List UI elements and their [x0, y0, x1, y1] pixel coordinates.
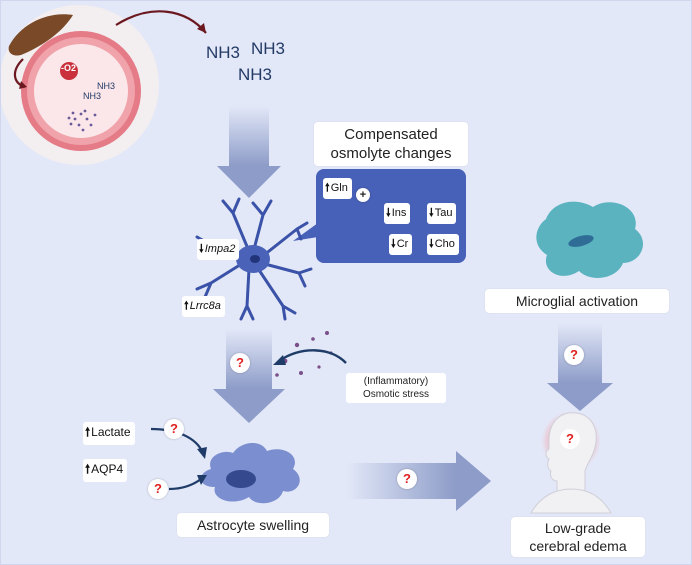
factor-lactate: 🠕Lactate: [83, 422, 135, 445]
arrow-microglia-to-edema: [547, 323, 613, 411]
oxygen-cell: [60, 62, 78, 80]
osmolyte-title-line2: osmolyte changes: [330, 145, 452, 162]
osmolyte-item-cho: 🠗Cho: [427, 234, 459, 255]
plus-sign: +: [356, 188, 370, 202]
gene-impa2: 🠗Impa2: [197, 239, 240, 260]
arrow-swelling-to-edema: [346, 451, 491, 511]
osmolyte-item-gln: 🠕Gln: [323, 178, 352, 199]
human-head-icon: [530, 411, 612, 514]
osmolyte-title-box: Compensated osmolyte changes: [314, 122, 468, 166]
microglial-activation-label: Microglial activation: [485, 289, 669, 313]
osmolyte-item-ins: 🠗Ins: [384, 203, 411, 224]
stress-arrow: [278, 349, 347, 364]
ammonia-label: NH3: [238, 65, 273, 84]
stress-label: (Inflammatory) Osmotic stress: [346, 373, 446, 403]
curved-arrow-right: [115, 10, 207, 34]
oxygen-label: -O2: [61, 63, 77, 73]
vessel-nh3-label: NH3: [83, 91, 102, 101]
question-marker: ?: [564, 345, 584, 365]
gene-lrrc8a: 🠕Lrrc8a: [182, 296, 225, 317]
vessel-nh3-label: NH3: [97, 81, 116, 91]
question-marker: ?: [230, 353, 250, 373]
brain-question-marker: ?: [560, 429, 580, 449]
osmolyte-item-cr: 🠗Cr: [389, 234, 413, 255]
inflammatory-particles: [275, 331, 333, 377]
osmolyte-item-tau: 🠗Tau: [427, 203, 457, 224]
arrow-astrocyte-to-swelling: [213, 329, 285, 423]
arrow-ammonia-to-astrocyte: [217, 106, 281, 198]
ammonia-label: NH3: [206, 43, 241, 62]
question-marker: ?: [397, 469, 417, 489]
osmolyte-title-line1: Compensated: [344, 126, 438, 143]
cerebral-edema-label: Low-grade cerebral edema: [511, 517, 645, 557]
astrocyte-swelling-label: Astrocyte swelling: [177, 513, 329, 537]
liver-icon: [8, 14, 74, 56]
question-marker: ?: [148, 479, 168, 499]
ammonia-label: NH3: [251, 39, 286, 58]
factor-aqp4: 🠕AQP4: [83, 459, 128, 482]
aqp4-arrow: [168, 478, 202, 491]
question-marker: ?: [164, 419, 184, 439]
